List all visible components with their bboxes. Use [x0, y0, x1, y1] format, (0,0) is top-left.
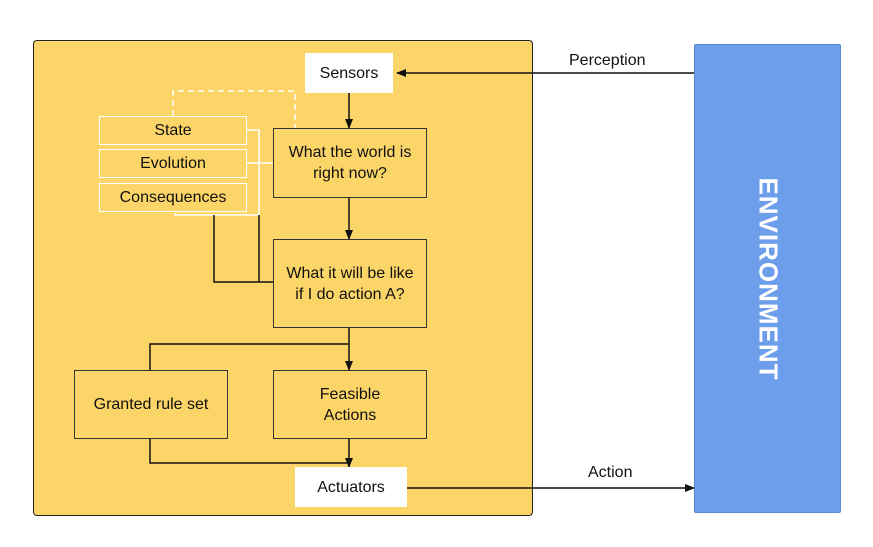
feasible-actions-label: Feasible Actions [319, 385, 381, 424]
evolution-label: Evolution [140, 155, 206, 172]
action-label: Action [588, 464, 633, 481]
state-label: State [154, 122, 192, 139]
sensors-label: Sensors [319, 64, 379, 82]
state-dashed-connector [172, 90, 296, 128]
actuators-label: Actuators [317, 478, 385, 496]
feasible-actions-box: Feasible Actions [273, 370, 427, 439]
consequences-label: Consequences [119, 189, 227, 206]
actuators-box: Actuators [295, 467, 407, 507]
perception-label: Perception [569, 52, 646, 69]
world-now-box: What the world is right now? [273, 128, 427, 198]
rule-set-label: Granted rule set [93, 396, 209, 413]
consequences-connector [213, 215, 273, 283]
rule-set-top-connector [149, 343, 349, 370]
world-future-box: What it will be like if I do action A? [273, 239, 427, 328]
sensors-box: Sensors [305, 53, 393, 93]
rule-set-box: Granted rule set [74, 370, 228, 439]
consequences-box: Consequences [99, 183, 247, 212]
world-now-label: What the world is right now? [288, 144, 412, 182]
state-box: State [99, 116, 247, 145]
environment-panel: ENVIRONMENT [694, 44, 841, 513]
rule-set-bottom-connector [149, 439, 349, 464]
agent-panel [33, 40, 533, 516]
world-future-label: What it will be like if I do action A? [286, 264, 414, 303]
evolution-box: Evolution [99, 149, 247, 178]
